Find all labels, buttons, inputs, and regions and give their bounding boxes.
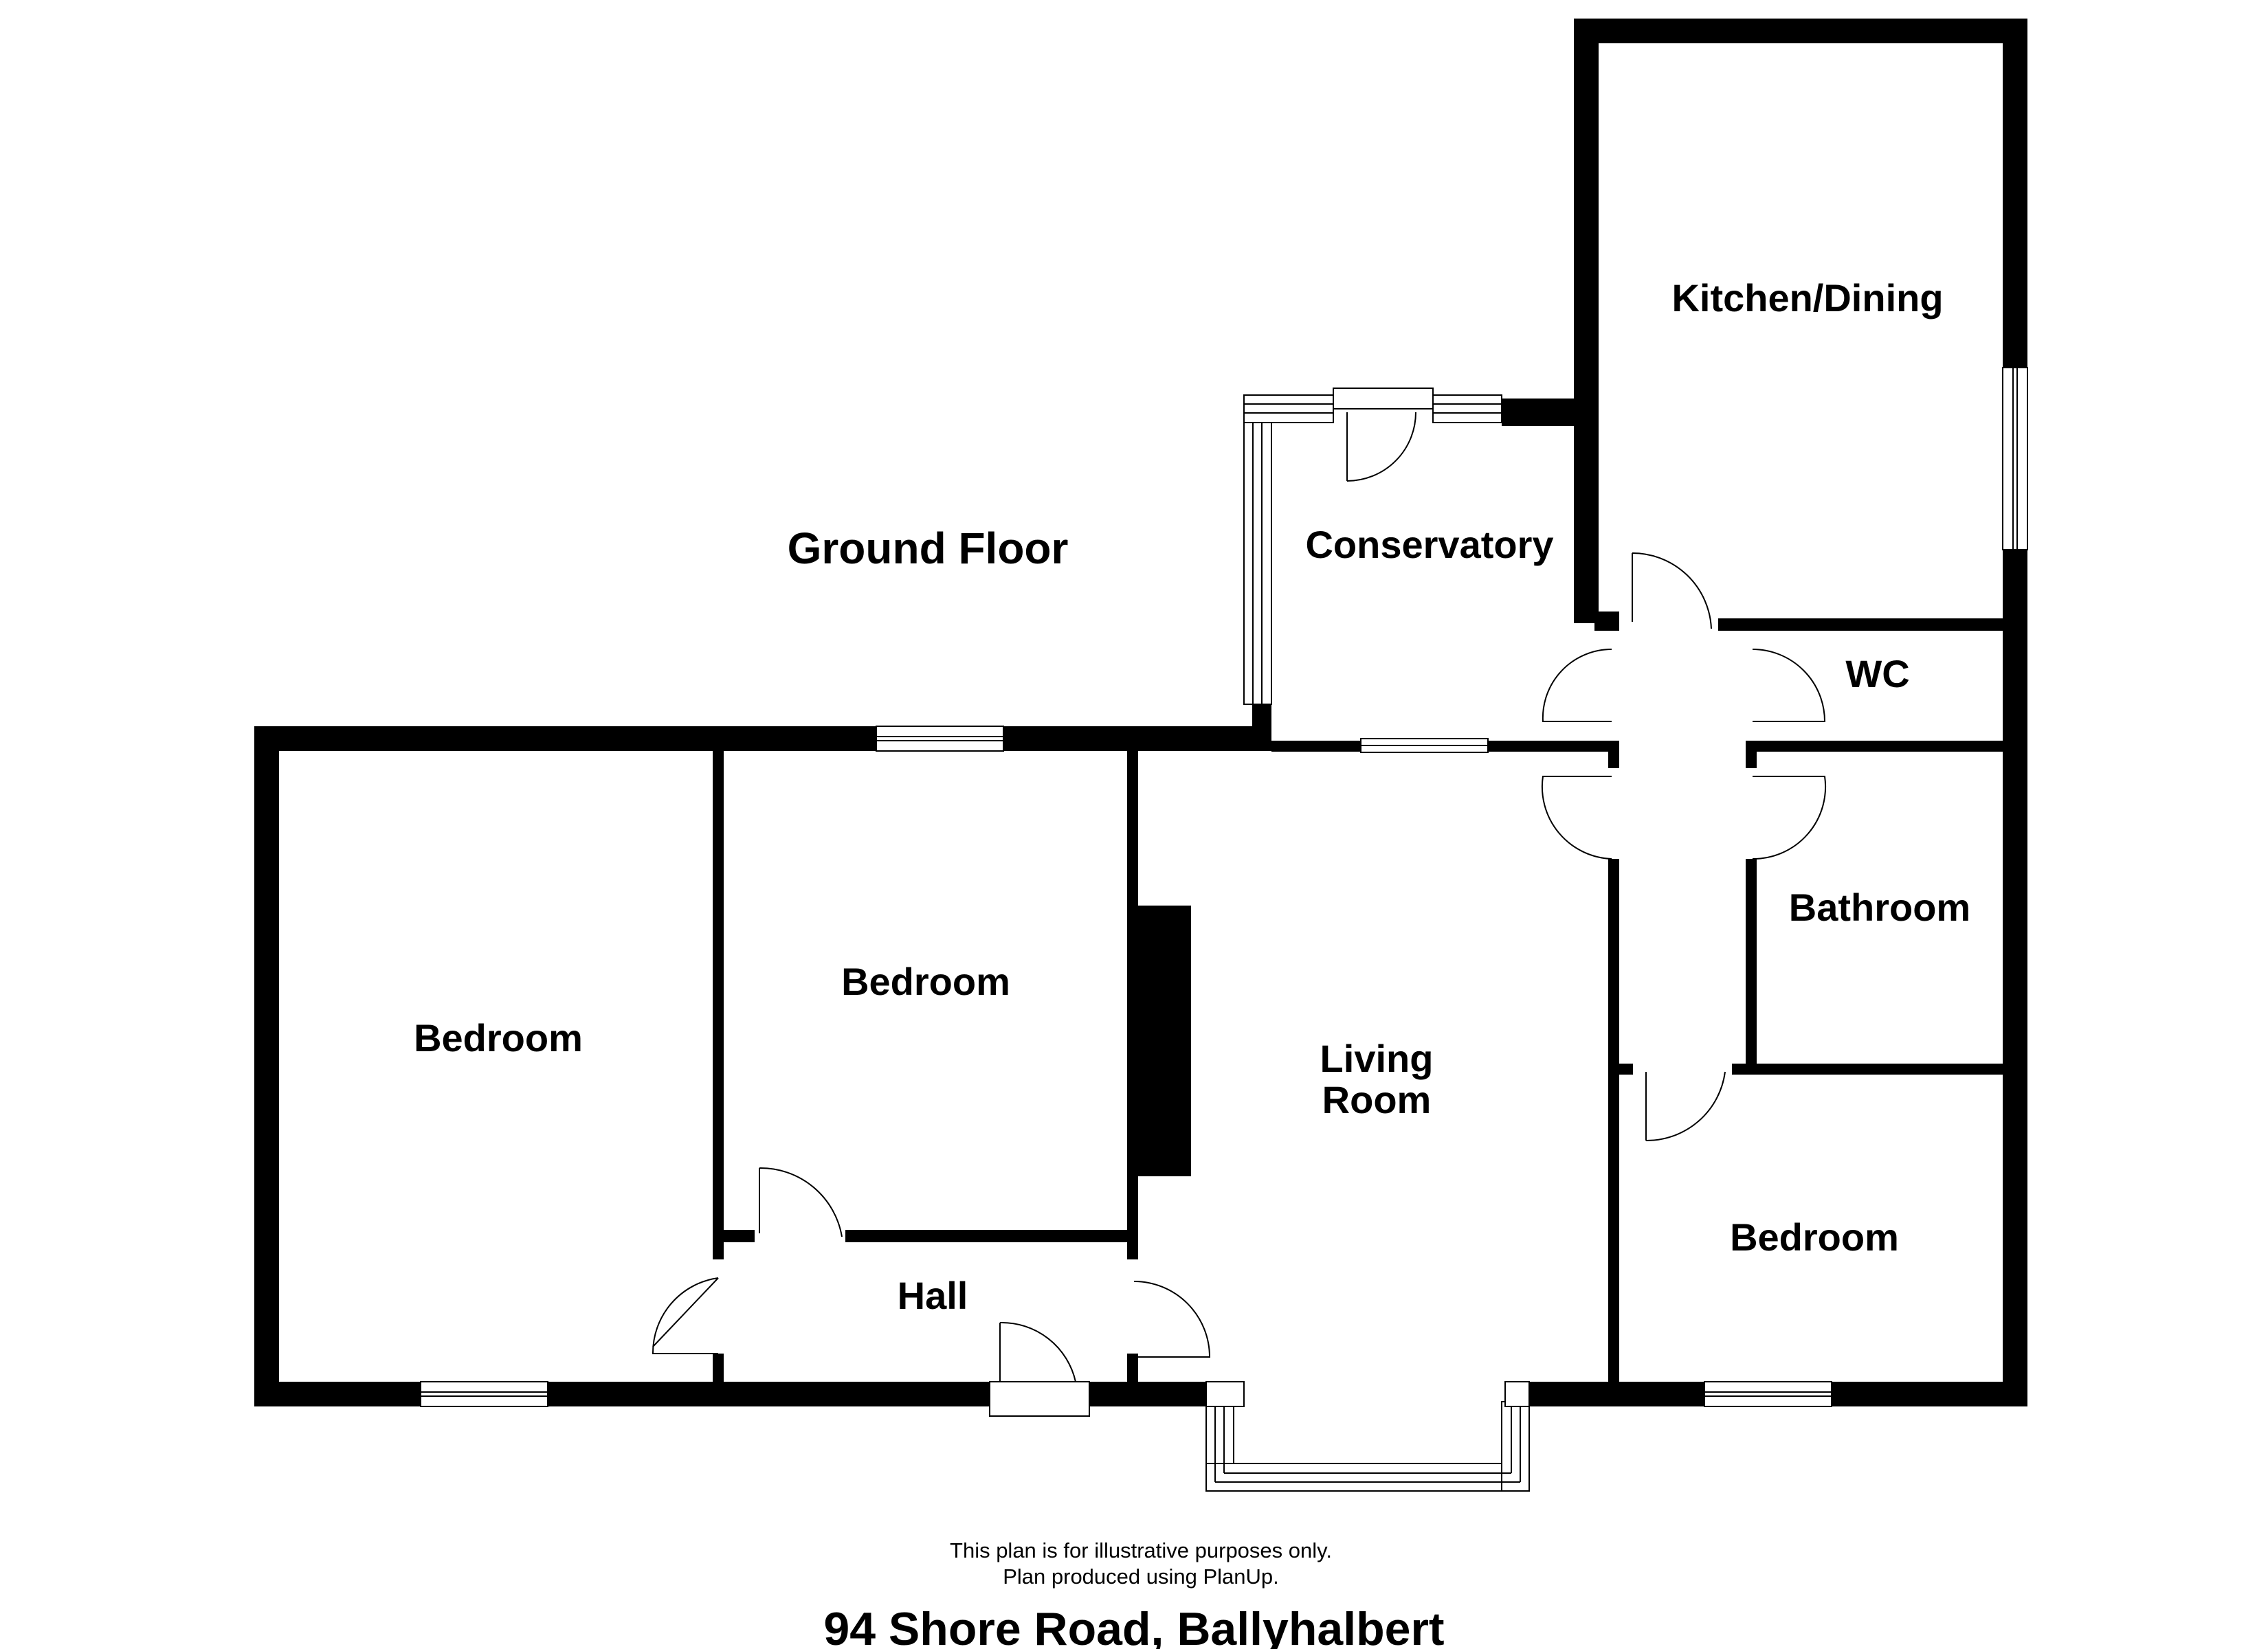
wall-conservatory-top [1502,399,1591,426]
wall-living-hall-right [1608,859,1619,1382]
door-corridor-bed3 [1645,1071,1726,1142]
window-conservatory-left [1243,394,1272,705]
wall-corridor-kitchen-left [1594,612,1619,631]
door-hall-bed2 [759,1167,843,1237]
label-living-room-line1: Living [1320,1037,1434,1080]
window-conservatory-living [1360,738,1489,753]
window-living-bay [1205,1401,1530,1492]
window-bed2-top [876,726,1004,752]
label-bedroom-left: Bedroom [414,1016,583,1059]
label-wc: WC [1845,652,1909,695]
window-kitchen-right [2002,367,2028,550]
door-corridor-living [1541,776,1612,860]
door-corridor-kitchen [1632,552,1712,629]
door-conservatory-outer [1333,388,1434,482]
windows [420,367,2028,1492]
door-corridor-wc [1752,649,1826,722]
window-bed3-bottom [1704,1381,1832,1407]
wall-wc-bath [1757,741,2004,752]
wall-main-bottom-left [254,1382,1244,1406]
label-conservatory: Conservatory [1305,523,1553,566]
door-corridor-bathroom [1752,776,1827,860]
door-hall-bed1 [652,1277,719,1354]
disclaimer-line2: Plan produced using PlanUp. [1003,1564,1279,1589]
room-labels: Ground Floor Kitchen/Dining Conservatory… [414,276,1970,1317]
window-conservatory-top-left [1243,394,1334,423]
wall-conservatory-left [1252,701,1271,751]
wall-kitchen-top [1574,19,2027,43]
walls [254,19,2027,1406]
window-conservatory-top-right [1432,394,1502,423]
wall-main-left [254,726,279,1406]
floor-title: Ground Floor [788,524,1069,573]
door-front-entrance [989,1321,1090,1417]
wall-hall-living-stub [1127,1354,1138,1382]
wall-kitchen-left [1574,19,1599,623]
wall-right-outer [2003,19,2027,1406]
door-corridor-conservatory [1542,648,1612,722]
chimney-breast [1133,906,1191,1176]
wall-bay-left-post [1205,1381,1245,1407]
label-bedroom-middle: Bedroom [841,960,1010,1003]
wall-kitchen-bottom [1718,618,2027,631]
wall-bay-right-post [1504,1381,1530,1407]
wall-bed1-bed2 [713,751,724,1259]
wall-corridor-wc-left [1746,741,1757,768]
wall-bed1-hall-stub [713,1354,724,1382]
door-hall-living [1133,1281,1211,1358]
footer: This plan is for illustrative purposes o… [823,1538,1444,1649]
wall-bath-left [1746,859,1757,1065]
wall-main-top [254,726,1271,751]
label-kitchen-dining: Kitchen/Dining [1671,276,1943,319]
label-bathroom: Bathroom [1789,886,1970,929]
label-bedroom-right: Bedroom [1730,1215,1899,1259]
window-bed1-bottom [420,1381,548,1407]
wall-bed2-hall [845,1230,1138,1242]
wall-bath-bottom [1732,1064,2004,1075]
doors [652,388,1827,1417]
wall-living-corridor-top [1608,741,1619,768]
wall-bed3-top-stub [1619,1064,1633,1075]
label-hall: Hall [898,1274,968,1317]
wall-bed2-hall-stub [724,1230,755,1242]
address: 94 Shore Road, Ballyhalbert [823,1603,1444,1649]
label-living-room-line2: Room [1322,1078,1432,1121]
disclaimer-line1: This plan is for illustrative purposes o… [950,1538,1332,1562]
